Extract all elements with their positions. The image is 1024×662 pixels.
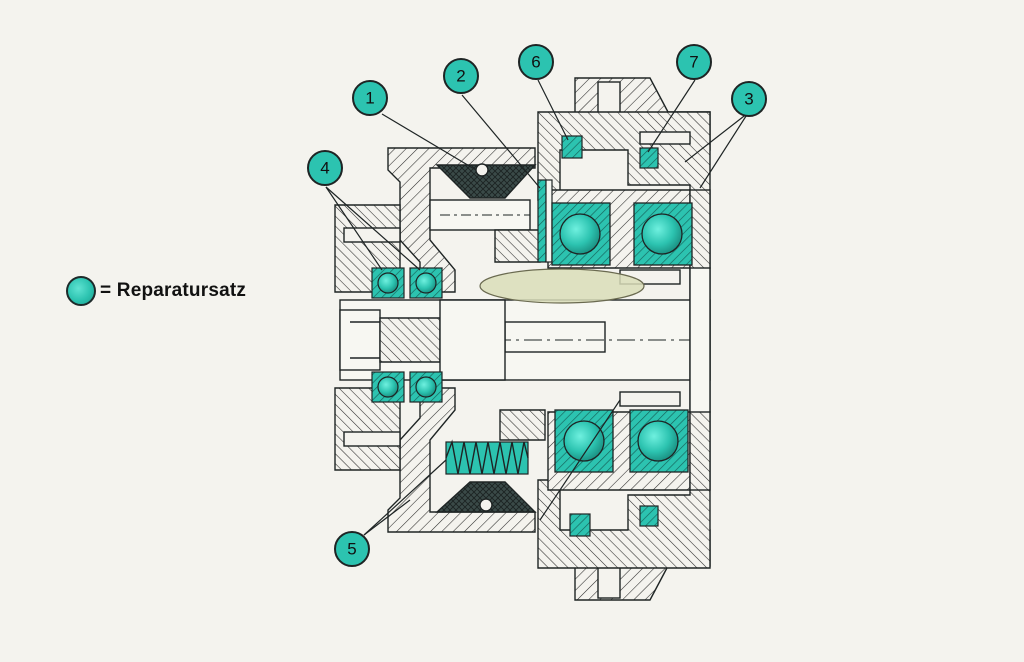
- friction-cone-lower: [435, 409, 546, 513]
- callout-number: 3: [744, 90, 753, 109]
- callout-number: 4: [320, 159, 329, 178]
- friction-cone-upper: [429, 163, 541, 263]
- callout-circle: [334, 531, 370, 567]
- repair-kit-swatch-icon: [66, 276, 96, 306]
- legend: = Reparatursatz: [66, 276, 246, 306]
- spline-highlight: [479, 268, 645, 304]
- callout-7: 7: [676, 44, 712, 80]
- o-rings: [561, 135, 659, 537]
- callout-2: 2: [443, 58, 479, 94]
- legend-label: = Reparatursatz: [100, 280, 247, 301]
- ball-bearing-lower-right: [629, 409, 689, 473]
- callout-circle: [352, 80, 388, 116]
- callout-1: 1: [352, 80, 388, 116]
- callout-number: 2: [456, 67, 465, 86]
- ball-bearing-lower-left: [554, 409, 614, 473]
- shaft: [339, 299, 711, 381]
- ball-bearing-upper-left: [551, 202, 611, 266]
- callout-circle: [518, 44, 554, 80]
- leader-lines: [325, 79, 749, 536]
- housing: [334, 147, 536, 533]
- callout-number: 7: [689, 53, 698, 72]
- callout-3: 3: [731, 81, 767, 117]
- callout-circle: [443, 58, 479, 94]
- callouts: 1 2 3 4 5 6 7: [307, 44, 767, 567]
- callout-6: 6: [518, 44, 554, 80]
- callout-number: 1: [365, 89, 374, 108]
- callout-4: 4: [307, 150, 343, 186]
- ball-bearing-upper-right: [633, 202, 693, 266]
- callout-5: 5: [334, 531, 370, 567]
- callout-circle: [307, 150, 343, 186]
- callout-circle: [731, 81, 767, 117]
- small-bearings-left: [371, 267, 443, 403]
- compression-spring: [445, 439, 529, 475]
- shim-ring: [537, 179, 553, 263]
- callout-circle: [676, 44, 712, 80]
- callout-number: 6: [531, 53, 540, 72]
- callout-number: 5: [347, 540, 356, 559]
